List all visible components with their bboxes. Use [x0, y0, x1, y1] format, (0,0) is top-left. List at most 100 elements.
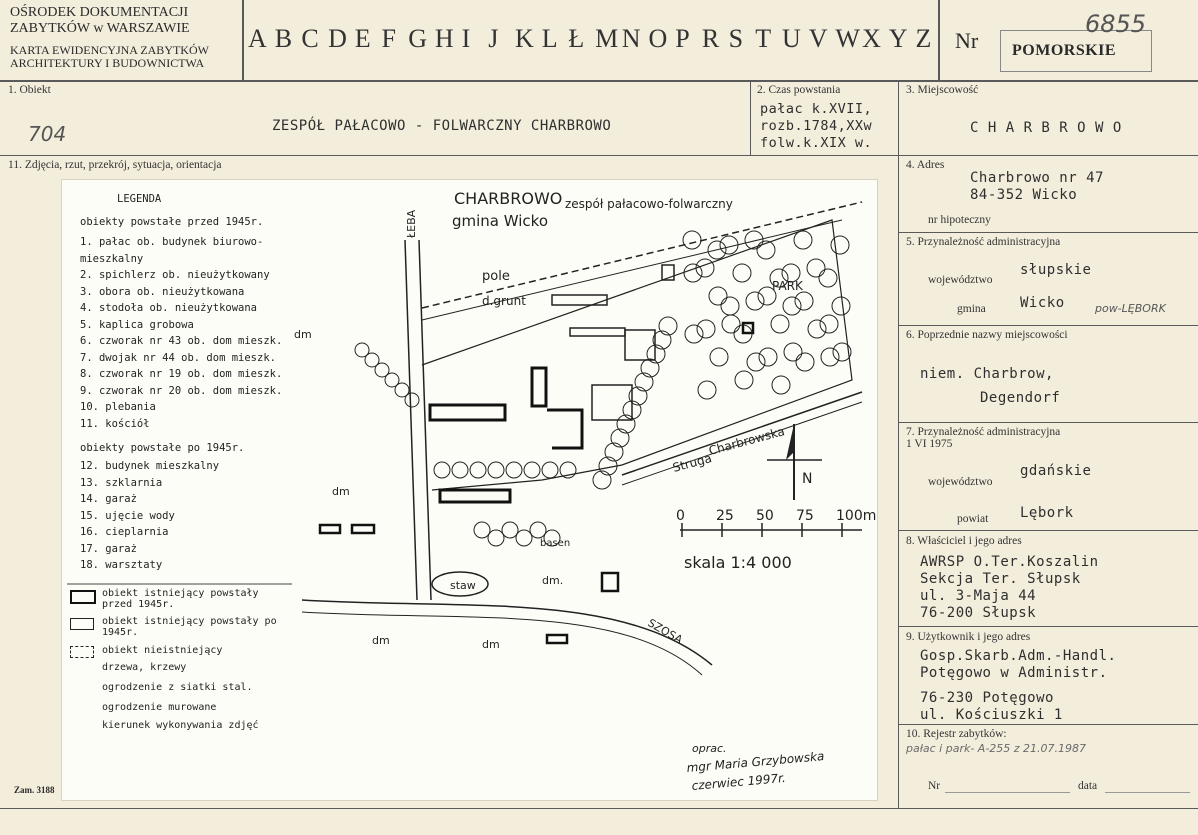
tree-symbol	[529, 521, 547, 539]
woj2-label: województwo	[928, 476, 993, 488]
legend-item: mieszkalny	[80, 252, 144, 265]
alphabet-letter: I	[461, 24, 471, 53]
alphabet-letter: B	[274, 24, 293, 53]
alphabet-letter: V	[808, 24, 828, 53]
legend-item: 18. warsztaty	[80, 559, 163, 571]
tree-symbol	[559, 461, 577, 479]
tree-symbol	[734, 370, 754, 390]
tree-symbol	[634, 372, 654, 392]
tree-symbol	[820, 347, 840, 367]
legend-item: 9. czworak nr 20 ob. dom mieszk.	[80, 384, 283, 397]
tree-symbol	[831, 296, 851, 316]
tree-symbol	[794, 291, 814, 311]
map-subtitle-2: gmina Wicko	[452, 212, 548, 230]
tree-symbol	[732, 263, 752, 283]
tree-symbol	[684, 324, 704, 344]
legend-key-item: obiekt istniejący powstały przed 1945r.	[102, 588, 259, 610]
gmina-label: gmina	[957, 303, 986, 315]
tree-symbol	[782, 296, 802, 316]
tree-symbol	[592, 470, 612, 490]
tree-symbol	[832, 342, 852, 362]
region-name: POMORSKIE	[1012, 42, 1117, 59]
alphabet-letter: K	[515, 24, 534, 53]
tree-symbol	[756, 240, 776, 260]
tree-symbol	[697, 380, 717, 400]
legend-item: 5. kaplica grobowa	[80, 318, 194, 331]
legend-key-item: ogrodzenie murowane	[102, 702, 217, 713]
tree-symbol	[708, 286, 728, 306]
alphabet-letter: T	[755, 24, 772, 53]
tree-symbol	[696, 319, 716, 339]
label-leba: ŁEBA	[405, 209, 418, 239]
legend-item: 1. pałac ob. budynek biurowo-	[80, 236, 264, 248]
scale-text: skala 1:4 000	[684, 553, 792, 572]
author-line-1: oprac.	[692, 742, 727, 755]
legend-item: 4. stodoła ob. nieużytkowana	[80, 302, 258, 314]
alphabet-letter: C	[301, 24, 319, 53]
scale-tick-label: 100m	[836, 508, 876, 524]
tree-symbol	[769, 268, 789, 288]
label-dm: dm	[294, 328, 312, 341]
tree-symbol	[394, 382, 410, 398]
legend-key-item: drzewa, krzewy	[102, 662, 187, 673]
author-line-3: czerwiec 1997r.	[691, 771, 786, 793]
obiekt-label: 1. Obiekt	[8, 84, 51, 96]
obiekt-value: ZESPÓŁ PAŁACOWO - FOLWARCZNY CHARBROWO	[272, 118, 612, 134]
tree-symbol	[757, 286, 777, 306]
miejscowosc-value: C H A R B R O W O	[970, 120, 1122, 136]
legend-item: 12. budynek mieszkalny	[80, 460, 220, 472]
alphabet-letter: U	[782, 24, 801, 53]
przyn-label: 5. Przynależność administracyjna	[906, 236, 1061, 248]
label-grunt: d.grunt	[482, 294, 526, 308]
tree-symbol	[807, 319, 827, 339]
alphabet-letter: W	[835, 24, 860, 53]
tree-symbol	[733, 324, 753, 344]
woj-label: województwo	[928, 274, 993, 286]
tree-symbol	[758, 347, 778, 367]
tree-symbol	[616, 414, 636, 434]
legend-item: 13. szklarnia	[80, 476, 163, 489]
rejestr-label: 10. Rejestr zabytków:	[906, 728, 1007, 740]
alphabet-letter: R	[701, 24, 720, 53]
north-label: N	[802, 471, 812, 487]
alphabet-letter: L	[541, 24, 558, 53]
legend-symbol	[70, 646, 94, 658]
legend-item: 15. ujęcie wody	[80, 509, 175, 522]
alphabet-letter: N	[621, 24, 641, 53]
alphabet-letter: Y	[888, 24, 908, 53]
nr-box	[1000, 30, 1152, 72]
tree-symbol	[771, 375, 791, 395]
tree-symbol	[793, 230, 813, 250]
gmina-value: Wicko	[1020, 295, 1065, 311]
tree-symbol	[745, 291, 765, 311]
tree-symbol	[404, 392, 420, 408]
legend-title: LEGENDA	[117, 193, 162, 205]
legend-item: 17. garaż	[80, 542, 137, 555]
tree-symbol	[433, 461, 451, 479]
label-dm: dm	[372, 634, 390, 647]
site-plan-photo: LEGENDA obiekty powstałe przed 1945r. 1.…	[62, 180, 877, 800]
alphabet-letter: Ł	[568, 24, 585, 53]
tree-symbol	[683, 263, 703, 283]
woj2-value: gdańskie	[1020, 463, 1092, 479]
tree-symbol	[628, 386, 648, 406]
legend-item: 10. plebania	[80, 401, 156, 413]
nr-label: Nr	[955, 28, 979, 53]
powiat-value: Lębork	[1020, 505, 1074, 521]
tree-symbol	[658, 316, 678, 336]
czas-value: pałac k.XVII, rozb.1784,XXw folw.k.XIX w…	[760, 101, 873, 151]
tree-symbol	[652, 330, 672, 350]
legend-key-item: obiekt istniejący powstały po 1945r.	[102, 616, 277, 638]
alphabet-letter: P	[675, 24, 690, 53]
tree-symbol	[707, 240, 727, 260]
czas-label: 2. Czas powstania	[757, 84, 841, 96]
alphabet-letter: J	[488, 24, 499, 53]
tree-symbol	[505, 461, 523, 479]
alphabet-letter: O	[648, 24, 668, 53]
scale-tick-label: 50	[756, 508, 774, 524]
legend-item: 14. garaż	[80, 493, 137, 505]
tree-symbol	[746, 352, 766, 372]
label-park: PARK	[772, 279, 804, 293]
legend-item: 7. dwojak nr 44 ob. dom mieszk.	[80, 351, 276, 364]
